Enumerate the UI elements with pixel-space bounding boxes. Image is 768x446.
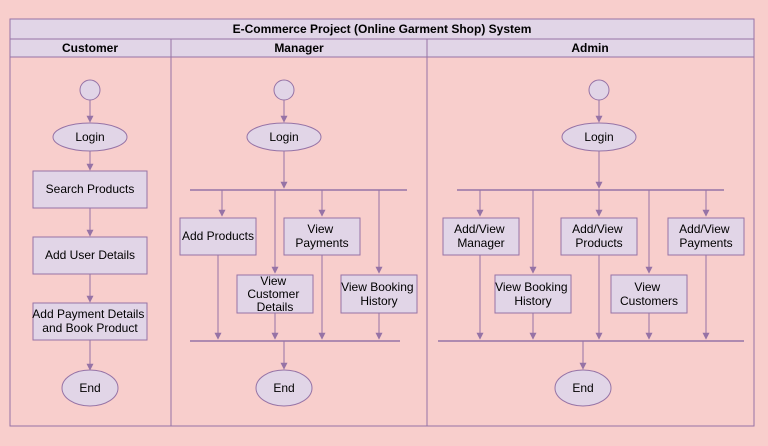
admin-add-products-label: Add/View Products: [572, 222, 626, 250]
admin-add-manager-line-2: Manager: [457, 236, 504, 250]
admin-view-booking-node: [494, 274, 572, 314]
admin-add-manager-line-1: Add/View: [454, 222, 505, 236]
admin-add-manager-label: Add/View Manager: [454, 222, 508, 250]
manager-view-payments-line-1: View: [307, 222, 333, 236]
customer-payment-line-2: and Book Product: [42, 321, 138, 335]
customer-add-user-details-node: [32, 236, 148, 275]
admin-login-label: Login: [584, 130, 613, 144]
customer-end-node: [61, 369, 119, 407]
admin-add-payments-line-2: Payments: [679, 236, 732, 250]
admin-add-payments-line-1: Add/View: [679, 222, 730, 236]
manager-view-customer-line-2: Customer: [247, 287, 299, 301]
admin-end-node: [554, 369, 612, 407]
diagram-frame: [9, 18, 755, 427]
customer-payment-line-1: Add Payment Details: [32, 307, 144, 321]
manager-view-payments-label: View Payments: [295, 222, 348, 250]
admin-view-customers-line-1: View: [634, 280, 660, 294]
customer-search-products-label: Search Products: [46, 182, 135, 196]
admin-view-customers-node: [610, 274, 688, 314]
lane-label-manager: Manager: [274, 41, 324, 55]
admin-add-manager-node: [442, 217, 520, 256]
admin-add-payments-label: Add/View Payments: [679, 222, 733, 250]
customer-search-products-node: [32, 170, 148, 209]
manager-login-label: Login: [269, 130, 298, 144]
manager-start-node: [273, 79, 295, 101]
admin-view-customers-line-2: Customers: [620, 294, 678, 308]
manager-end-node: [255, 369, 313, 407]
admin-add-payments-node: [667, 217, 745, 256]
manager-end-label: End: [273, 381, 294, 395]
admin-add-products-line-1: Add/View: [572, 222, 623, 236]
manager-view-booking-line-2: History: [360, 294, 397, 308]
manager-add-products-label: Add Products: [182, 229, 254, 243]
manager-view-booking-node: [340, 274, 418, 314]
manager-view-customer-line-1: View: [260, 274, 286, 288]
customer-end-label: End: [79, 381, 100, 395]
customer-add-user-details-label: Add User Details: [45, 248, 135, 262]
admin-view-booking-label: View Booking History: [495, 280, 571, 308]
manager-view-payments-node: [283, 217, 361, 256]
lane-label-admin: Admin: [571, 41, 608, 55]
customer-payment-label: Add Payment Details and Book Product: [32, 307, 147, 335]
diagram-title: E-Commerce Project (Online Garment Shop)…: [233, 22, 532, 36]
admin-view-customers-label: View Customers: [620, 280, 678, 308]
admin-end-label: End: [572, 381, 593, 395]
manager-view-booking-label: View Booking History: [341, 280, 417, 308]
customer-login-label: Login: [75, 130, 104, 144]
admin-view-booking-line-1: View Booking: [495, 280, 568, 294]
customer-payment-node: [32, 302, 148, 341]
manager-view-customer-label: View Customer Details: [247, 274, 302, 314]
manager-view-payments-line-2: Payments: [295, 236, 348, 250]
admin-view-booking-line-2: History: [514, 294, 551, 308]
admin-start-node: [588, 79, 610, 101]
admin-add-products-line-2: Products: [575, 236, 622, 250]
manager-view-booking-line-1: View Booking: [341, 280, 414, 294]
manager-view-customer-line-3: Details: [257, 300, 294, 314]
customer-start-node: [79, 79, 101, 101]
admin-add-products-node: [560, 217, 638, 256]
lane-label-customer: Customer: [62, 41, 118, 55]
